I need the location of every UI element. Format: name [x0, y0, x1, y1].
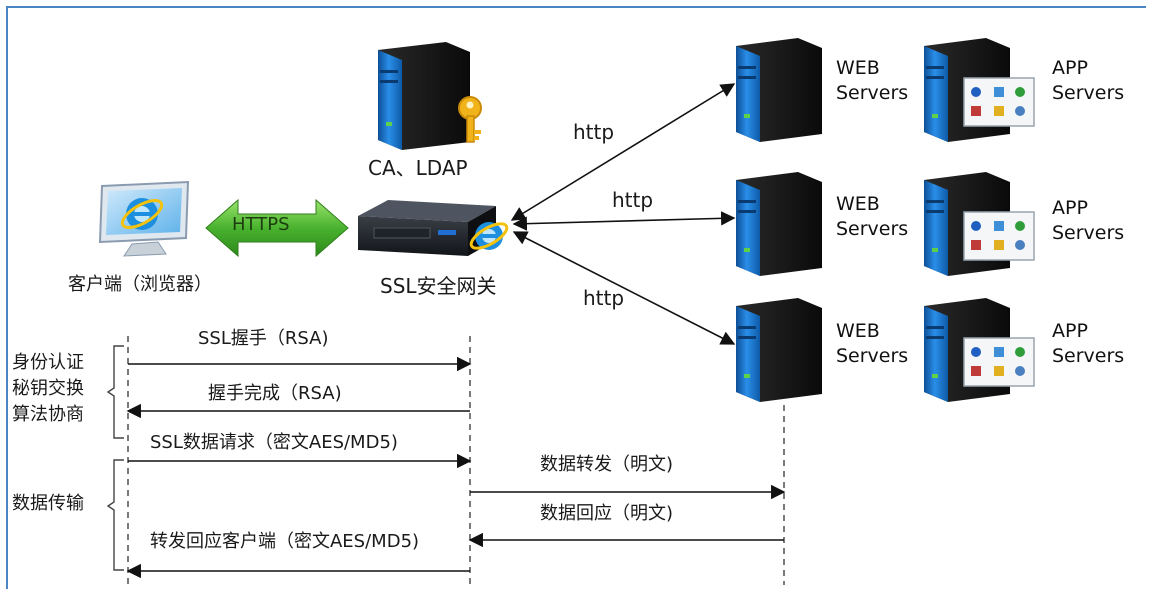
client-label: 客户端（浏览器） [68, 274, 212, 295]
web-server-icon-3 [736, 298, 822, 402]
gateway-ie-icon [469, 222, 509, 250]
msg-forward-response: 转发回应客户端（密文AES/MD5) [150, 531, 420, 552]
ie-browser-icon [120, 198, 164, 230]
msg-data-response: 数据回应（明文) [540, 503, 674, 524]
app-server-group [924, 38, 1035, 402]
http-arrow-2 [512, 211, 736, 231]
app-server-label-3: APP Servers [1052, 320, 1125, 367]
ca-label: CA、LDAP [368, 156, 468, 180]
msg-ssl-handshake: SSL握手（RSA) [198, 328, 329, 349]
phase-auth-line-2: 秘钥交换 [12, 378, 84, 399]
msg-forward-data: 数据转发（明文) [540, 454, 674, 475]
app-server-label-2: APP Servers [1052, 197, 1125, 244]
msg-ssl-request: SSL数据请求（密文AES/MD5) [150, 432, 398, 453]
http-arrows [510, 83, 736, 345]
https-double-arrow [205, 198, 349, 258]
diagram-frame [6, 6, 1146, 589]
http-arrow-1 [510, 83, 736, 221]
web-server-label-1: WEB Servers [836, 57, 909, 104]
http-label-3: http [583, 286, 625, 310]
ca-server-icon [378, 42, 470, 150]
message-arrows [126, 356, 786, 579]
gateway-label: SSL安全网关 [380, 274, 497, 298]
http-arrow-3 [512, 231, 736, 345]
web-server-label-2: WEB Servers [836, 193, 909, 240]
phase-auth-line-3: 算法协商 [12, 404, 84, 425]
http-label-1: http [573, 120, 615, 144]
phase-auth-line-1: 身份认证 [12, 352, 84, 373]
app-server-icon-1 [924, 38, 1035, 142]
app-server-label-1: APP Servers [1052, 57, 1125, 104]
web-server-group [736, 38, 822, 402]
phase-transfer-label: 数据传输 [12, 493, 84, 514]
app-server-icon-2 [924, 172, 1035, 276]
https-label: HTTPS [232, 214, 290, 235]
app-server-icon-3 [924, 298, 1035, 402]
transfer-bracket [106, 459, 124, 571]
key-icon [458, 96, 482, 143]
http-label-2: http [612, 188, 654, 212]
web-server-icon-1 [736, 38, 822, 142]
web-server-label-3: WEB Servers [836, 320, 909, 367]
msg-handshake-done: 握手完成（RSA) [208, 383, 342, 404]
phase-brackets [106, 345, 124, 571]
auth-bracket [106, 345, 124, 439]
web-server-icon-2 [736, 172, 822, 276]
